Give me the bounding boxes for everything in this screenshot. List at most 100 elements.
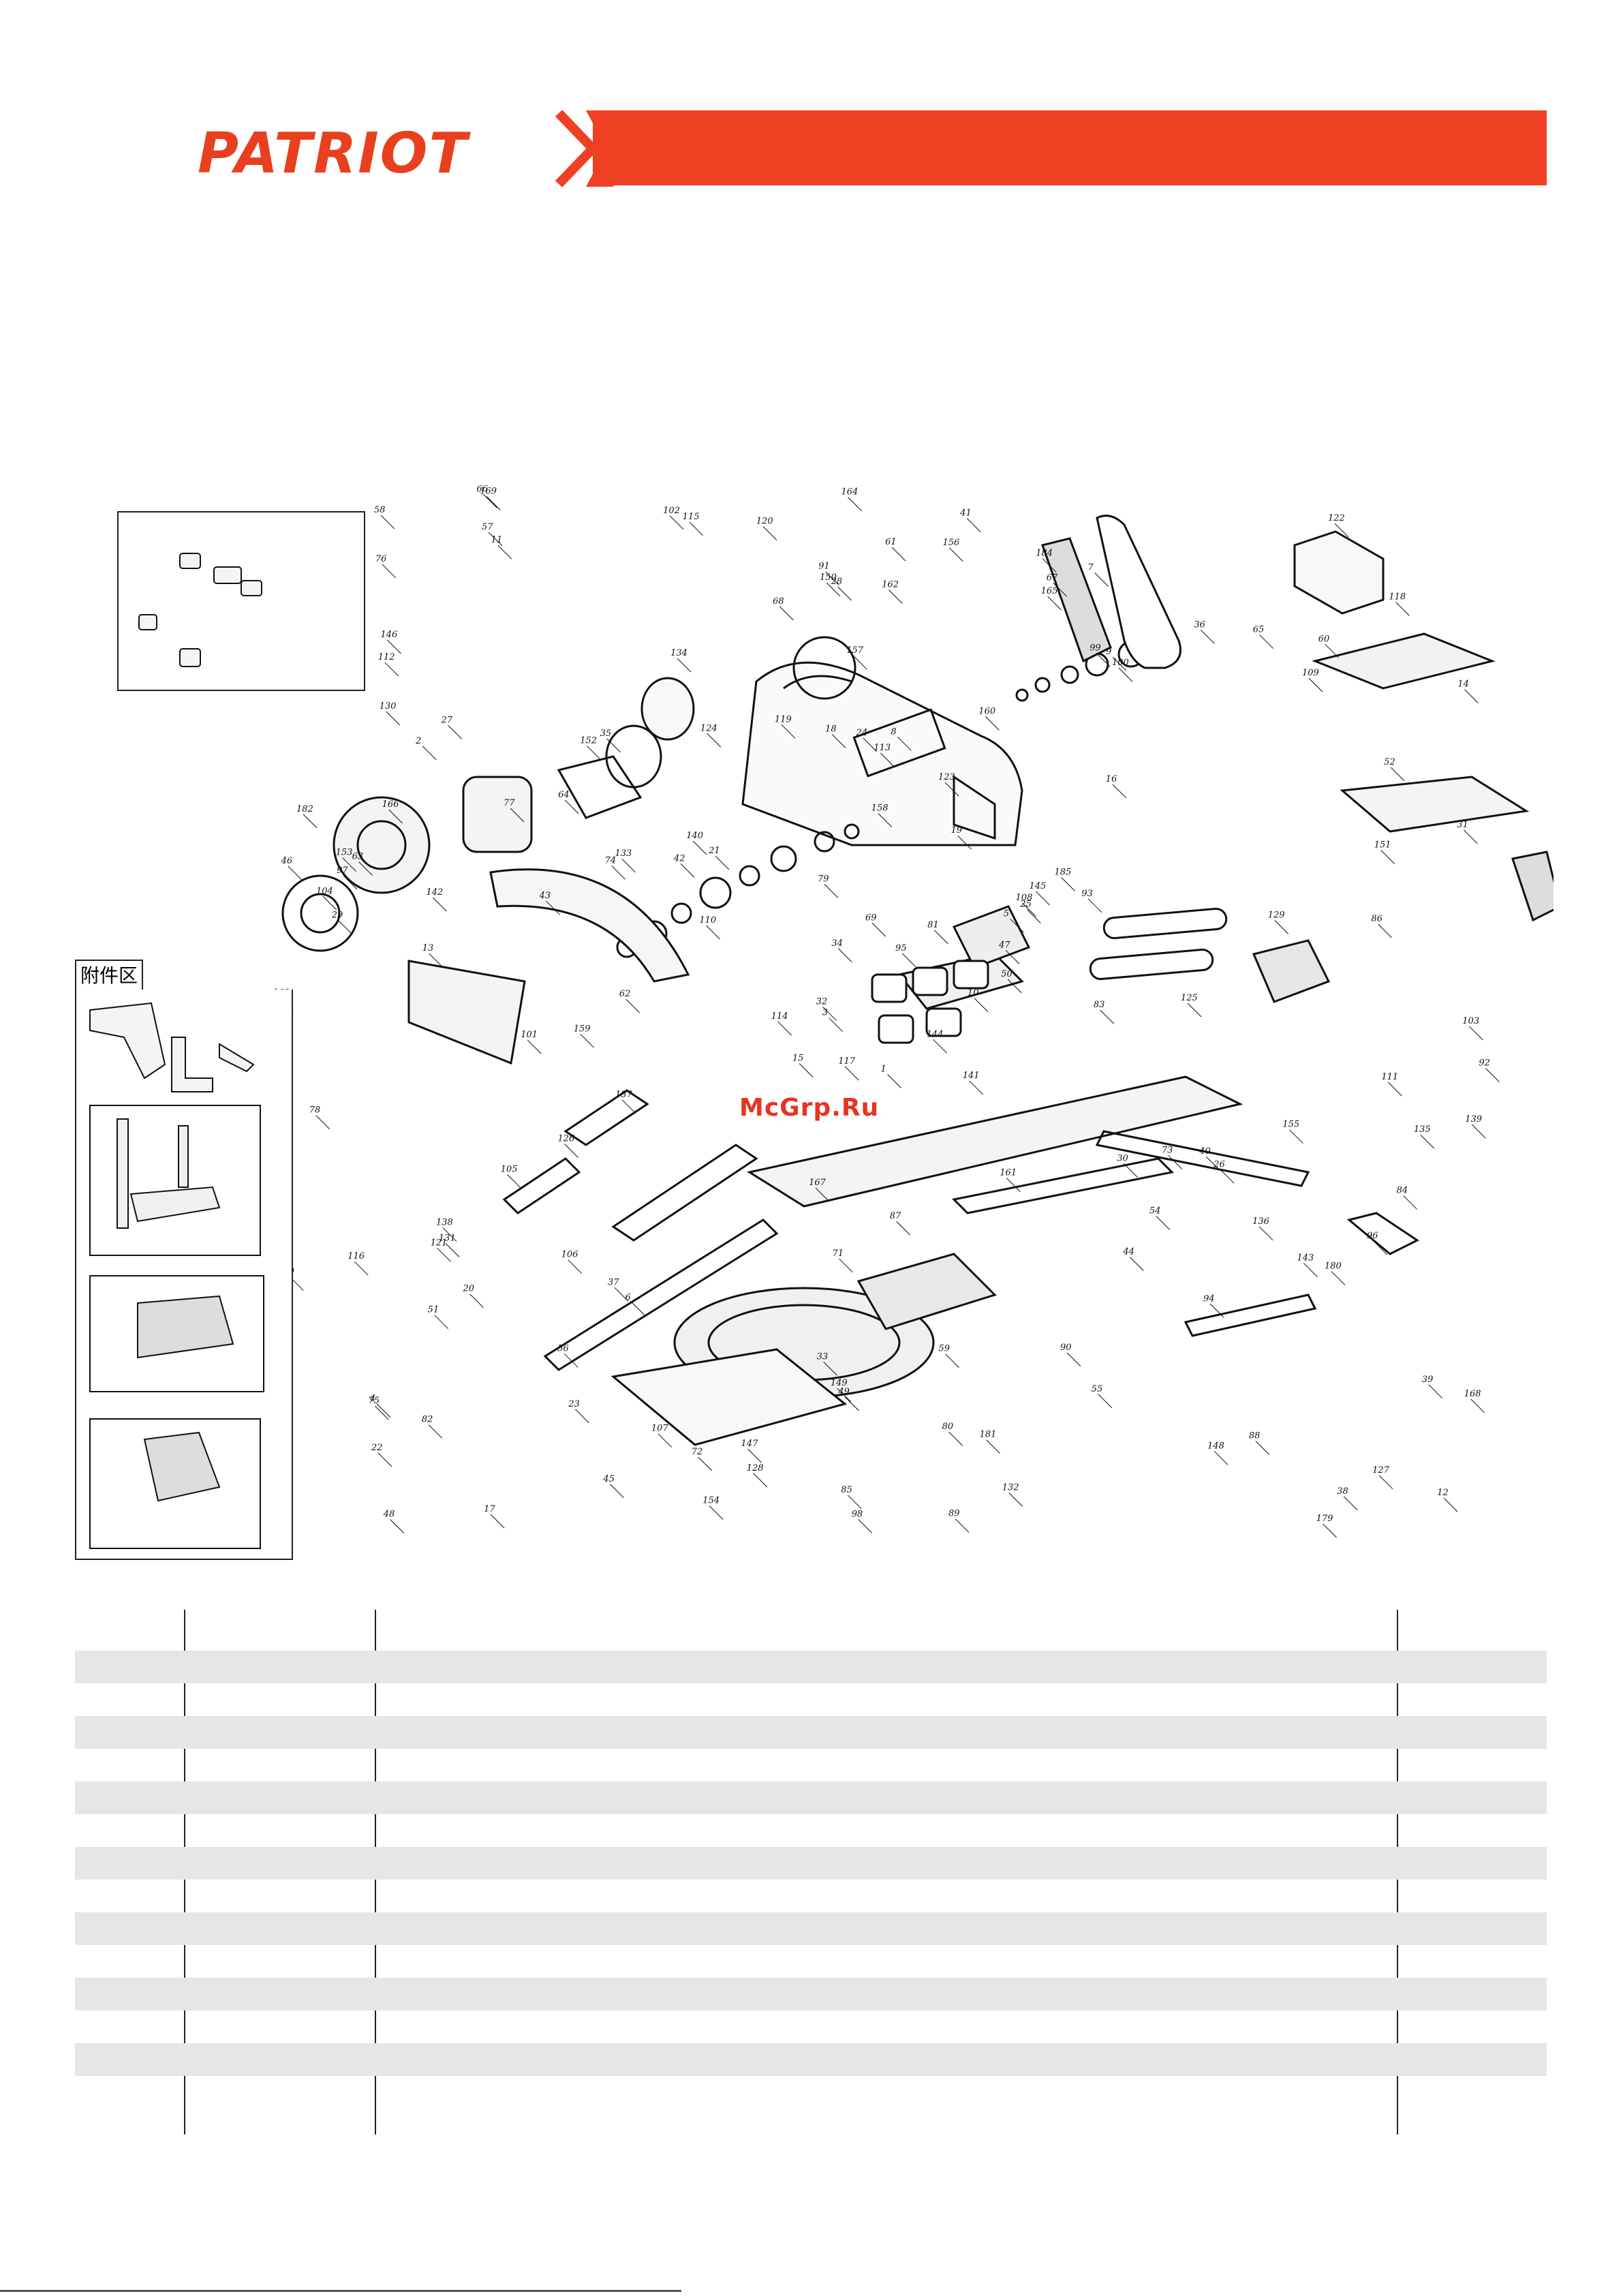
brand-logo: PATRIOT — [198, 121, 469, 186]
part-number: 96 — [1367, 1231, 1378, 1241]
part-label: 37 — [608, 1277, 629, 1302]
part-number: 167 — [809, 1178, 826, 1188]
part-label: 18 — [825, 724, 846, 748]
part-number: 7 — [1088, 562, 1094, 572]
part-number: 160 — [978, 706, 995, 716]
part-number: 109 — [1302, 668, 1319, 678]
inset-switch-parts — [117, 511, 365, 691]
part-number: 41 — [959, 508, 972, 519]
part-number: 35 — [600, 729, 612, 739]
part-label: 167 — [809, 1178, 830, 1202]
part-label: 42 — [673, 853, 695, 878]
part-number: 121 — [431, 1238, 448, 1248]
part-number: 6 — [625, 1293, 631, 1303]
part-label: 109 — [1302, 668, 1323, 692]
part-number: 166 — [382, 799, 399, 810]
part-number: 146 — [380, 630, 397, 640]
part-label: 103 — [1462, 1016, 1483, 1041]
part-label: 129 — [1268, 910, 1289, 934]
part-label: 85 — [841, 1485, 862, 1510]
part-label: 26 — [1213, 1159, 1235, 1184]
part-number: 12 — [1437, 1488, 1449, 1498]
part-number: 73 — [1162, 1146, 1173, 1156]
part-label: 44 — [1122, 1247, 1144, 1271]
part-number: 93 — [1081, 889, 1093, 899]
part-number: 94 — [1203, 1294, 1215, 1304]
part-label: 122 — [1328, 513, 1349, 538]
part-number: 86 — [1371, 914, 1382, 924]
part-number: 18 — [825, 724, 837, 735]
part-label: 74 — [605, 855, 626, 880]
part-label: 73 — [1162, 1146, 1183, 1169]
part-number: 71 — [833, 1249, 844, 1259]
part-label: 56 — [557, 1343, 578, 1368]
part-label: 168 — [1464, 1389, 1485, 1413]
part-number: 139 — [1465, 1114, 1482, 1124]
part-number: 140 — [686, 831, 703, 841]
part-number: 116 — [347, 1251, 365, 1261]
part-label: 93 — [1081, 889, 1102, 913]
slide-rail — [543, 907, 1310, 1371]
part-label: 81 — [927, 920, 948, 945]
part-number: 164 — [841, 487, 859, 498]
accessories-drawing — [89, 1002, 264, 1549]
part-label: 64 — [558, 790, 579, 814]
part-label: 25 — [1019, 900, 1041, 923]
part-number: 89 — [948, 1509, 960, 1519]
part-label: 86 — [1371, 914, 1392, 938]
part-label: 158 — [871, 803, 893, 827]
part-label: 88 — [1249, 1430, 1270, 1455]
part-number: 45 — [602, 1474, 615, 1484]
part-label: 33 — [817, 1351, 838, 1376]
part-number: 43 — [539, 891, 551, 901]
misc-parts — [502, 960, 1419, 1337]
part-number: 141 — [963, 1071, 980, 1081]
part-label: 117 — [838, 1056, 859, 1081]
part-label: 119 — [775, 714, 796, 739]
part-label: 41 — [959, 508, 981, 532]
part-number: 154 — [702, 1496, 720, 1506]
part-number: 79 — [818, 874, 829, 884]
part-number: 156 — [942, 538, 959, 548]
part-number: 157 — [846, 645, 864, 656]
part-number: 151 — [1374, 840, 1391, 851]
part-number: 99 — [1089, 643, 1101, 653]
part-label: 60 — [1318, 634, 1340, 658]
part-label: 120 — [756, 517, 777, 540]
switch-parts-drawing — [138, 553, 262, 667]
part-number: 19 — [951, 825, 963, 836]
part-label: 92 — [1479, 1058, 1500, 1082]
part-label: 146 — [380, 630, 401, 654]
part-number: 10 — [968, 988, 979, 998]
inset-accessories — [75, 990, 293, 1560]
diagram-drawing: 1234567891011121314151617181920212223242… — [273, 484, 1562, 1538]
part-label: 17 — [484, 1504, 505, 1529]
part-label: 15 — [792, 1053, 814, 1077]
part-label: 144 — [927, 1029, 948, 1054]
part-number: 130 — [380, 701, 397, 711]
part-number: 152 — [580, 735, 597, 746]
part-label: 101 — [521, 1030, 542, 1054]
part-label: 141 — [963, 1071, 984, 1095]
exploded-parts-diagram: 1234567891011121314151617181920212223242… — [68, 477, 1562, 1567]
part-number: 32 — [816, 997, 828, 1007]
part-label: 107 — [651, 1424, 673, 1448]
part-number: 114 — [771, 1011, 788, 1022]
part-label: 84 — [1397, 1185, 1418, 1210]
part-label: 151 — [1374, 840, 1395, 864]
part-label: 61 — [885, 537, 906, 562]
part-number: 125 — [1181, 993, 1198, 1003]
part-label: 138 — [436, 1218, 457, 1242]
part-label: 51 — [428, 1305, 449, 1330]
part-label: 58 — [374, 505, 395, 530]
watermark-text: McGrp.Ru — [739, 1094, 880, 1122]
part-number: 181 — [980, 1430, 997, 1440]
part-number: 103 — [1462, 1016, 1479, 1026]
part-number: 91 — [818, 562, 830, 572]
part-label: 149 — [831, 1378, 852, 1403]
part-label: 97 — [337, 866, 358, 890]
part-label: 135 — [1414, 1124, 1435, 1149]
part-number: 65 — [1253, 625, 1265, 635]
part-number: 142 — [426, 887, 443, 898]
part-label: 79 — [818, 874, 839, 898]
